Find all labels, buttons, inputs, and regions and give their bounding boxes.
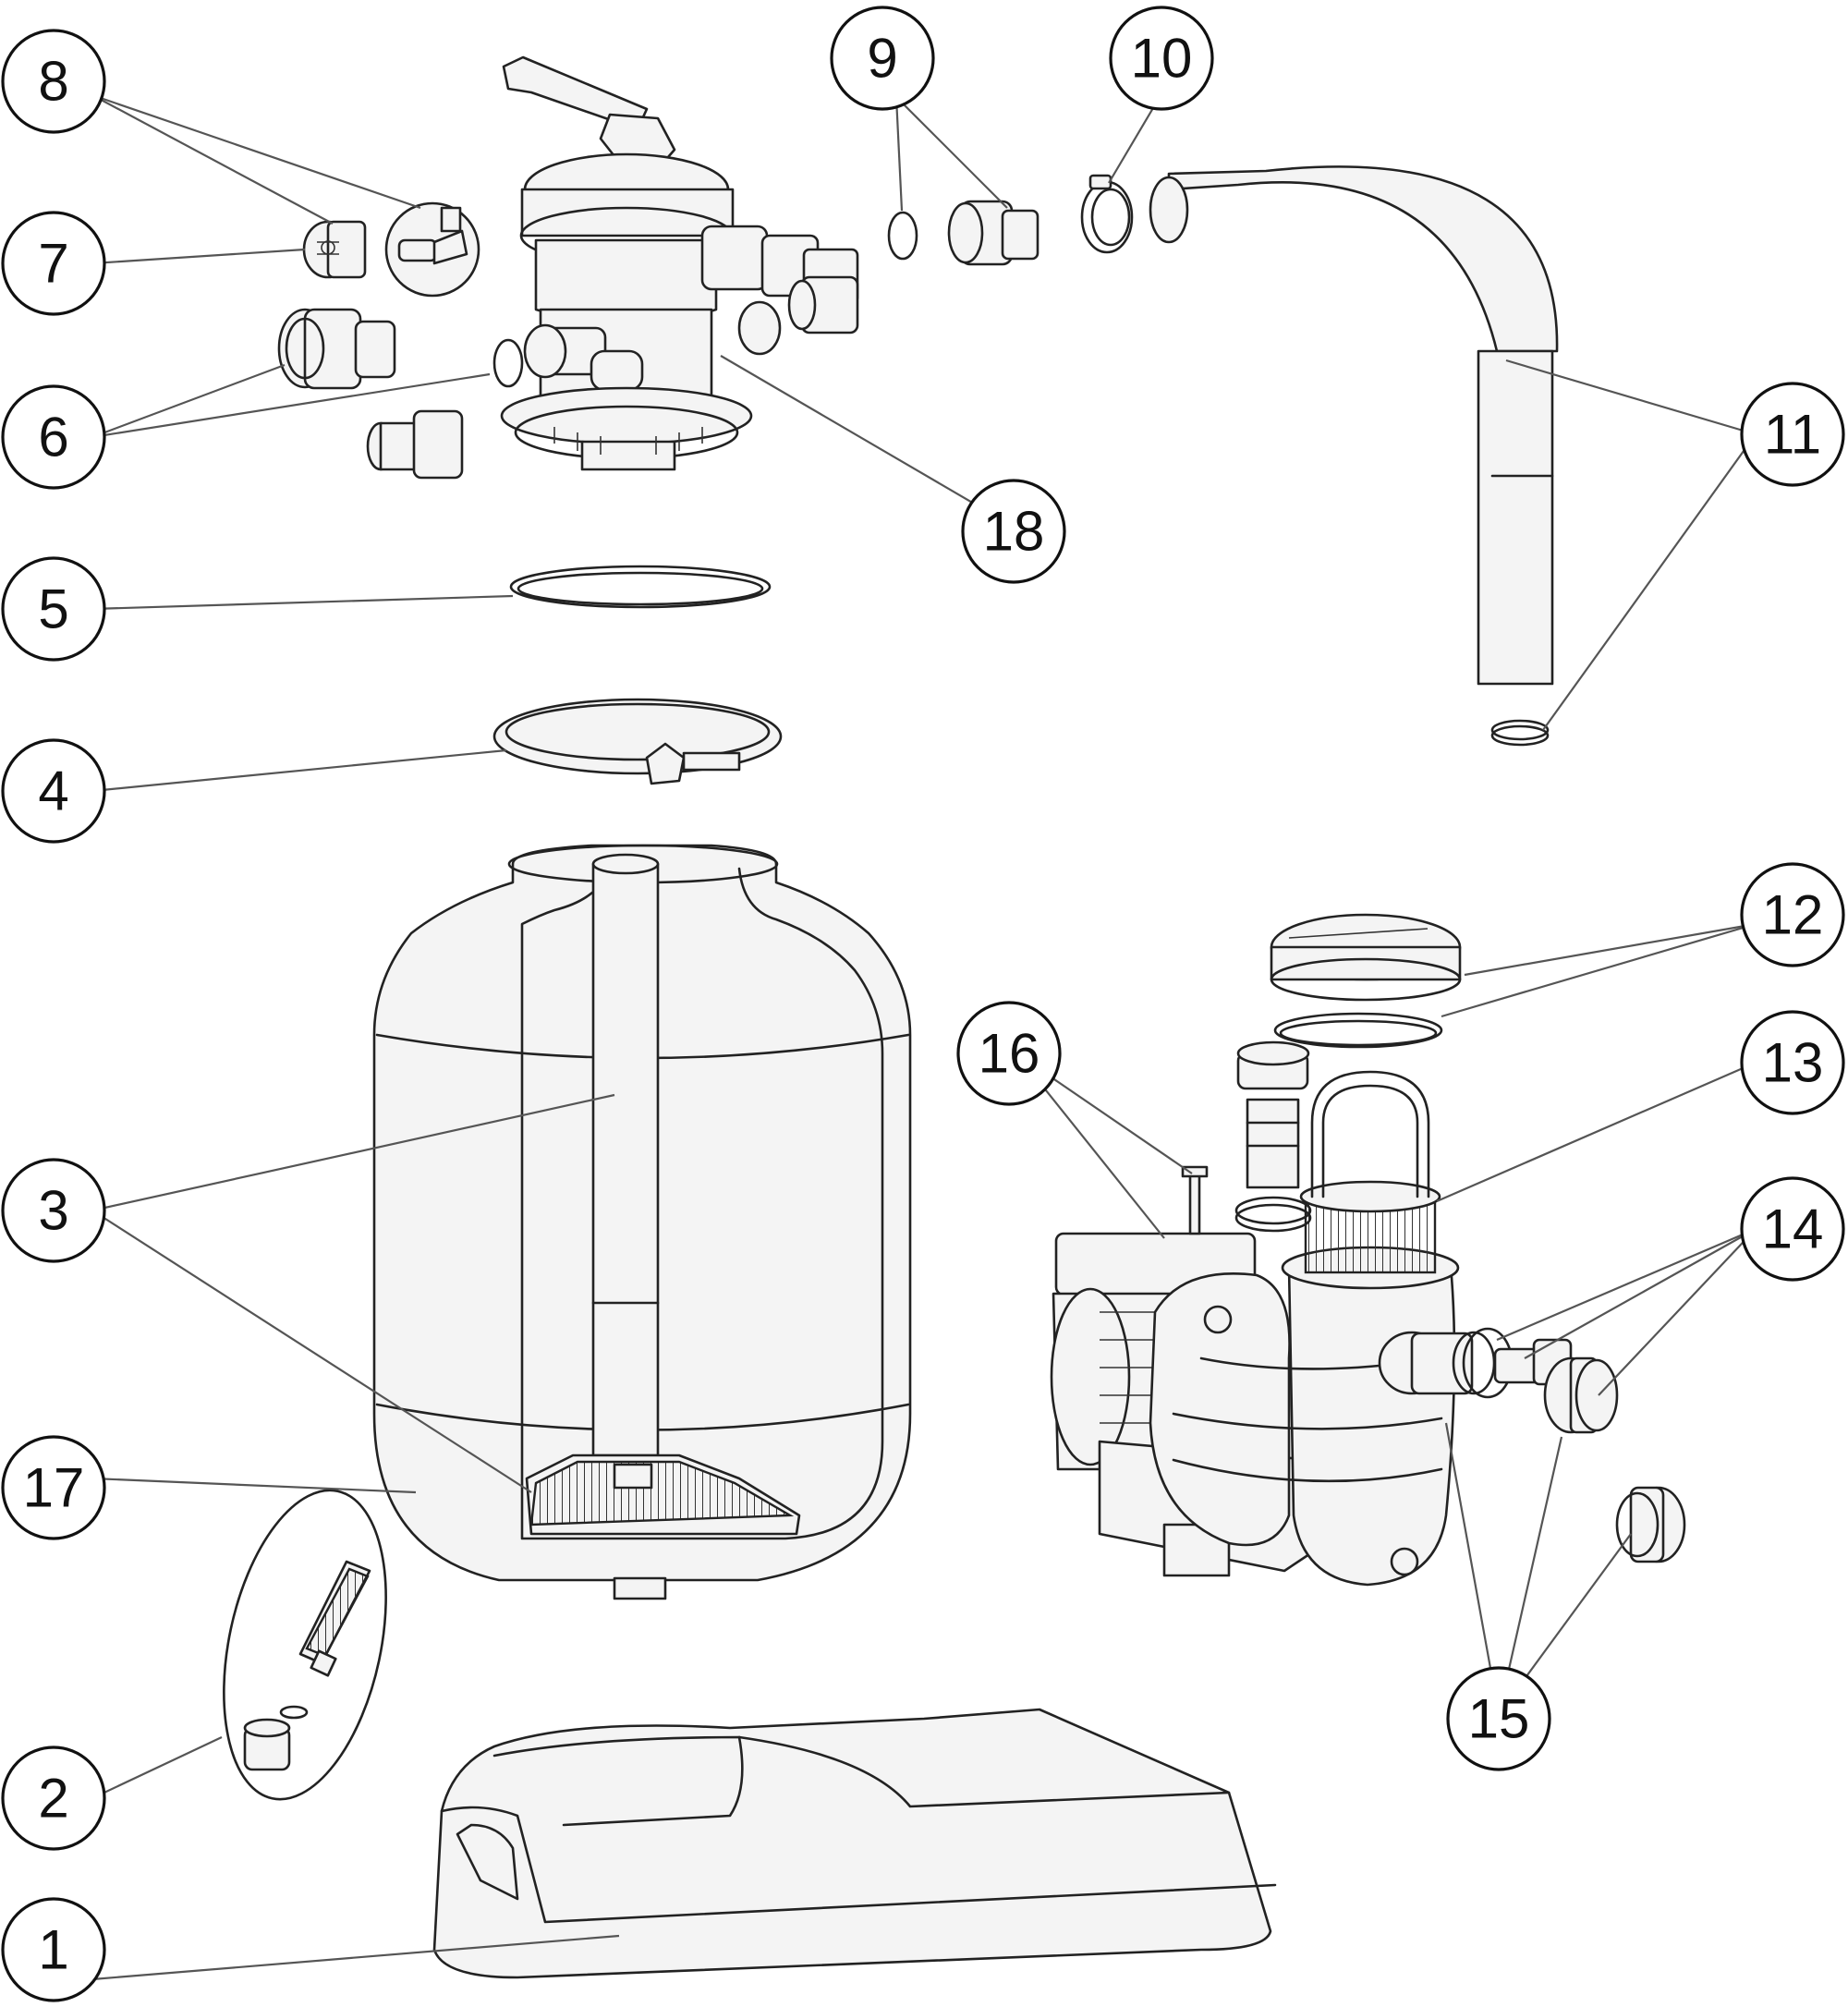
callout-label: 11	[1764, 404, 1821, 466]
callout-14: 14	[1740, 1176, 1845, 1282]
callout-label: 15	[1468, 1688, 1530, 1750]
callout-4: 4	[1, 738, 106, 844]
hose-11	[1149, 165, 1559, 747]
callout-label: 13	[1762, 1032, 1824, 1094]
callout-label: 9	[867, 28, 897, 90]
callout-label: 5	[38, 578, 68, 640]
threaded-adapter-6	[366, 409, 464, 480]
callout-10: 10	[1109, 6, 1214, 111]
tank-clamp-ring-4	[492, 698, 783, 785]
callout-3: 3	[1, 1158, 106, 1263]
hose-clamp-10	[1080, 174, 1134, 254]
callout-15: 15	[1446, 1666, 1551, 1771]
callout-5: 5	[1, 556, 106, 662]
callout-label: 17	[23, 1457, 85, 1519]
callout-18: 18	[961, 479, 1066, 584]
callout-label: 12	[1762, 884, 1824, 946]
collector-standpipe-3	[525, 853, 801, 1536]
tank-o-ring-5	[509, 565, 772, 609]
union-fitting-6	[277, 308, 396, 390]
callout-9: 9	[830, 6, 935, 111]
callout-8: 8	[1, 29, 106, 134]
union-fitting-9	[947, 200, 1040, 266]
callout-label: 8	[38, 51, 68, 113]
leader-lines	[91, 93, 1757, 1981]
pressure-gauge	[302, 220, 367, 279]
callout-13: 13	[1740, 1010, 1845, 1115]
callout-label: 2	[38, 1768, 68, 1830]
filter-base-1	[432, 1708, 1277, 1979]
callout-17: 17	[1, 1435, 106, 1540]
pump-assembly	[1050, 913, 1686, 1587]
multiport-valve	[500, 55, 859, 471]
union-gasket	[887, 211, 918, 261]
callout-label: 14	[1762, 1198, 1824, 1260]
callout-12: 12	[1740, 862, 1845, 967]
callout-11: 11	[1740, 382, 1845, 487]
callout-16: 16	[956, 1001, 1062, 1106]
callout-label: 6	[38, 407, 68, 468]
callout-2: 2	[1, 1745, 106, 1851]
callout-label: 7	[38, 233, 68, 295]
callout-label: 18	[983, 501, 1045, 563]
valve-gasket-ring	[492, 338, 524, 388]
drain-plug-detail-2	[223, 1489, 387, 1801]
callout-1: 1	[1, 1897, 106, 2002]
callout-label: 4	[38, 760, 68, 822]
callout-label: 10	[1131, 28, 1193, 90]
callout-7: 7	[1, 211, 106, 316]
callout-6: 6	[1, 384, 106, 490]
callout-label: 16	[979, 1023, 1040, 1085]
valve-side-adapter	[787, 275, 859, 334]
air-release-valve	[384, 201, 480, 298]
callout-label: 3	[38, 1180, 68, 1242]
callout-label: 1	[38, 1919, 68, 1981]
